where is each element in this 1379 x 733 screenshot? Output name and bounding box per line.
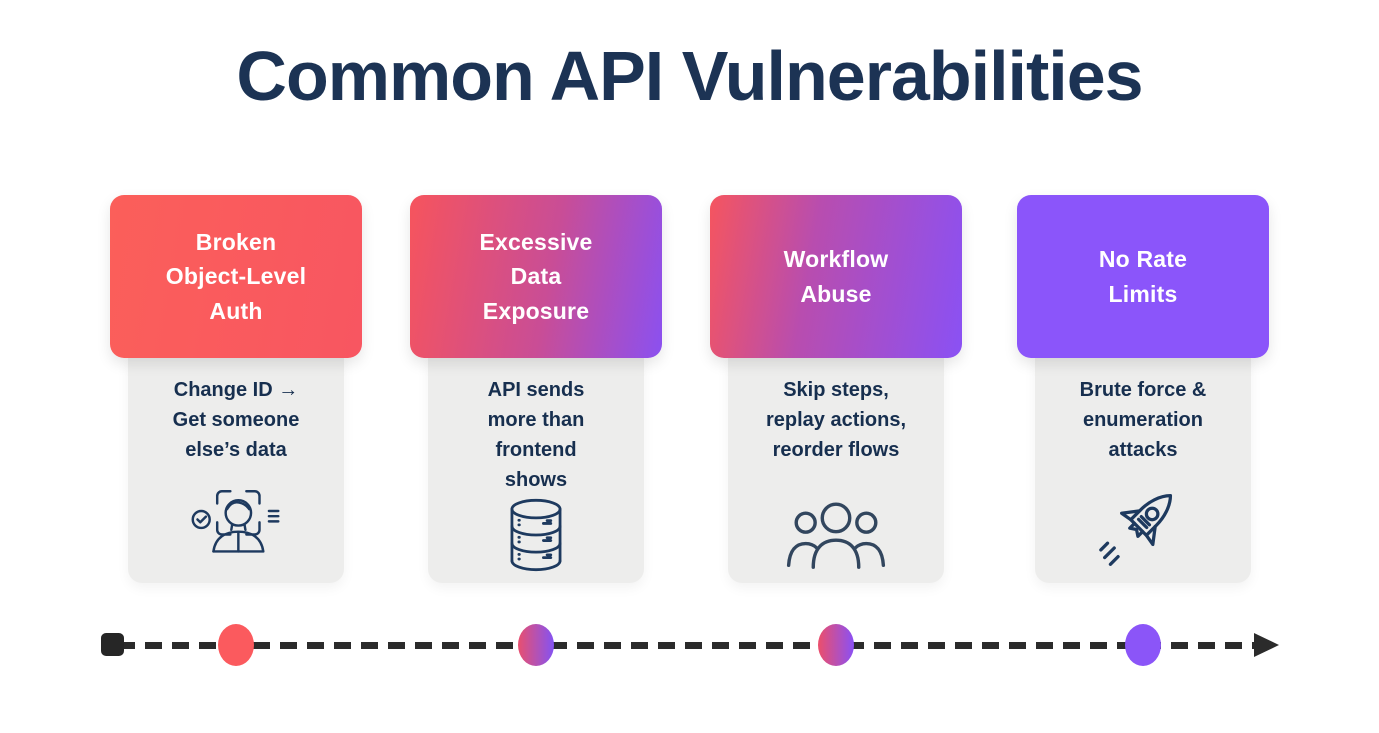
- face-scan-icon: [189, 483, 283, 571]
- card-title: Excessive Data Exposure: [479, 228, 593, 324]
- card-body: API sends more than frontend shows: [428, 345, 644, 583]
- timeline-start-square: [101, 633, 124, 656]
- card-header: Broken Object-Level Auth: [110, 195, 362, 358]
- card-body: Change ID → Get someone else’s data: [128, 345, 344, 583]
- card-body: Brute force & enumeration attacks: [1035, 345, 1251, 583]
- vulnerability-card-data-exposure: API sends more than frontend shows Exces…: [410, 195, 662, 595]
- page-title: Common API Vulnerabilities: [236, 37, 1143, 115]
- users-icon: [783, 499, 889, 571]
- card-title: No Rate Limits: [1098, 246, 1188, 307]
- card-header: Excessive Data Exposure: [410, 195, 662, 358]
- rocket-icon: [1095, 479, 1191, 571]
- timeline-dashed-line: [118, 642, 1258, 649]
- vulnerability-card-no-rate-limits: Brute force & enumeration attacks No Rat…: [1017, 195, 1269, 595]
- card-body: Skip steps, replay actions, reorder flow…: [728, 345, 944, 583]
- timeline-dot-4: [1125, 624, 1161, 666]
- vulnerability-card-bola: Change ID → Get someone else’s data: [110, 195, 362, 595]
- vulnerability-card-workflow-abuse: Skip steps, replay actions, reorder flow…: [710, 195, 962, 595]
- card-header: No Rate Limits: [1017, 195, 1269, 358]
- database-icon: [499, 495, 573, 575]
- card-header: Workflow Abuse: [710, 195, 962, 358]
- card-description: Change ID → Get someone else’s data: [172, 379, 300, 461]
- card-description: API sends more than frontend shows: [487, 379, 585, 491]
- timeline-dot-3: [818, 624, 854, 666]
- timeline-dot-1: [218, 624, 254, 666]
- timeline-dot-2: [518, 624, 554, 666]
- timeline-arrow-icon: [1254, 633, 1279, 657]
- card-description: Brute force & enumeration attacks: [1079, 379, 1207, 461]
- card-description: Skip steps, replay actions, reorder flow…: [765, 379, 907, 461]
- card-title: Broken Object-Level Auth: [165, 228, 307, 324]
- card-title: Workflow Abuse: [783, 246, 889, 307]
